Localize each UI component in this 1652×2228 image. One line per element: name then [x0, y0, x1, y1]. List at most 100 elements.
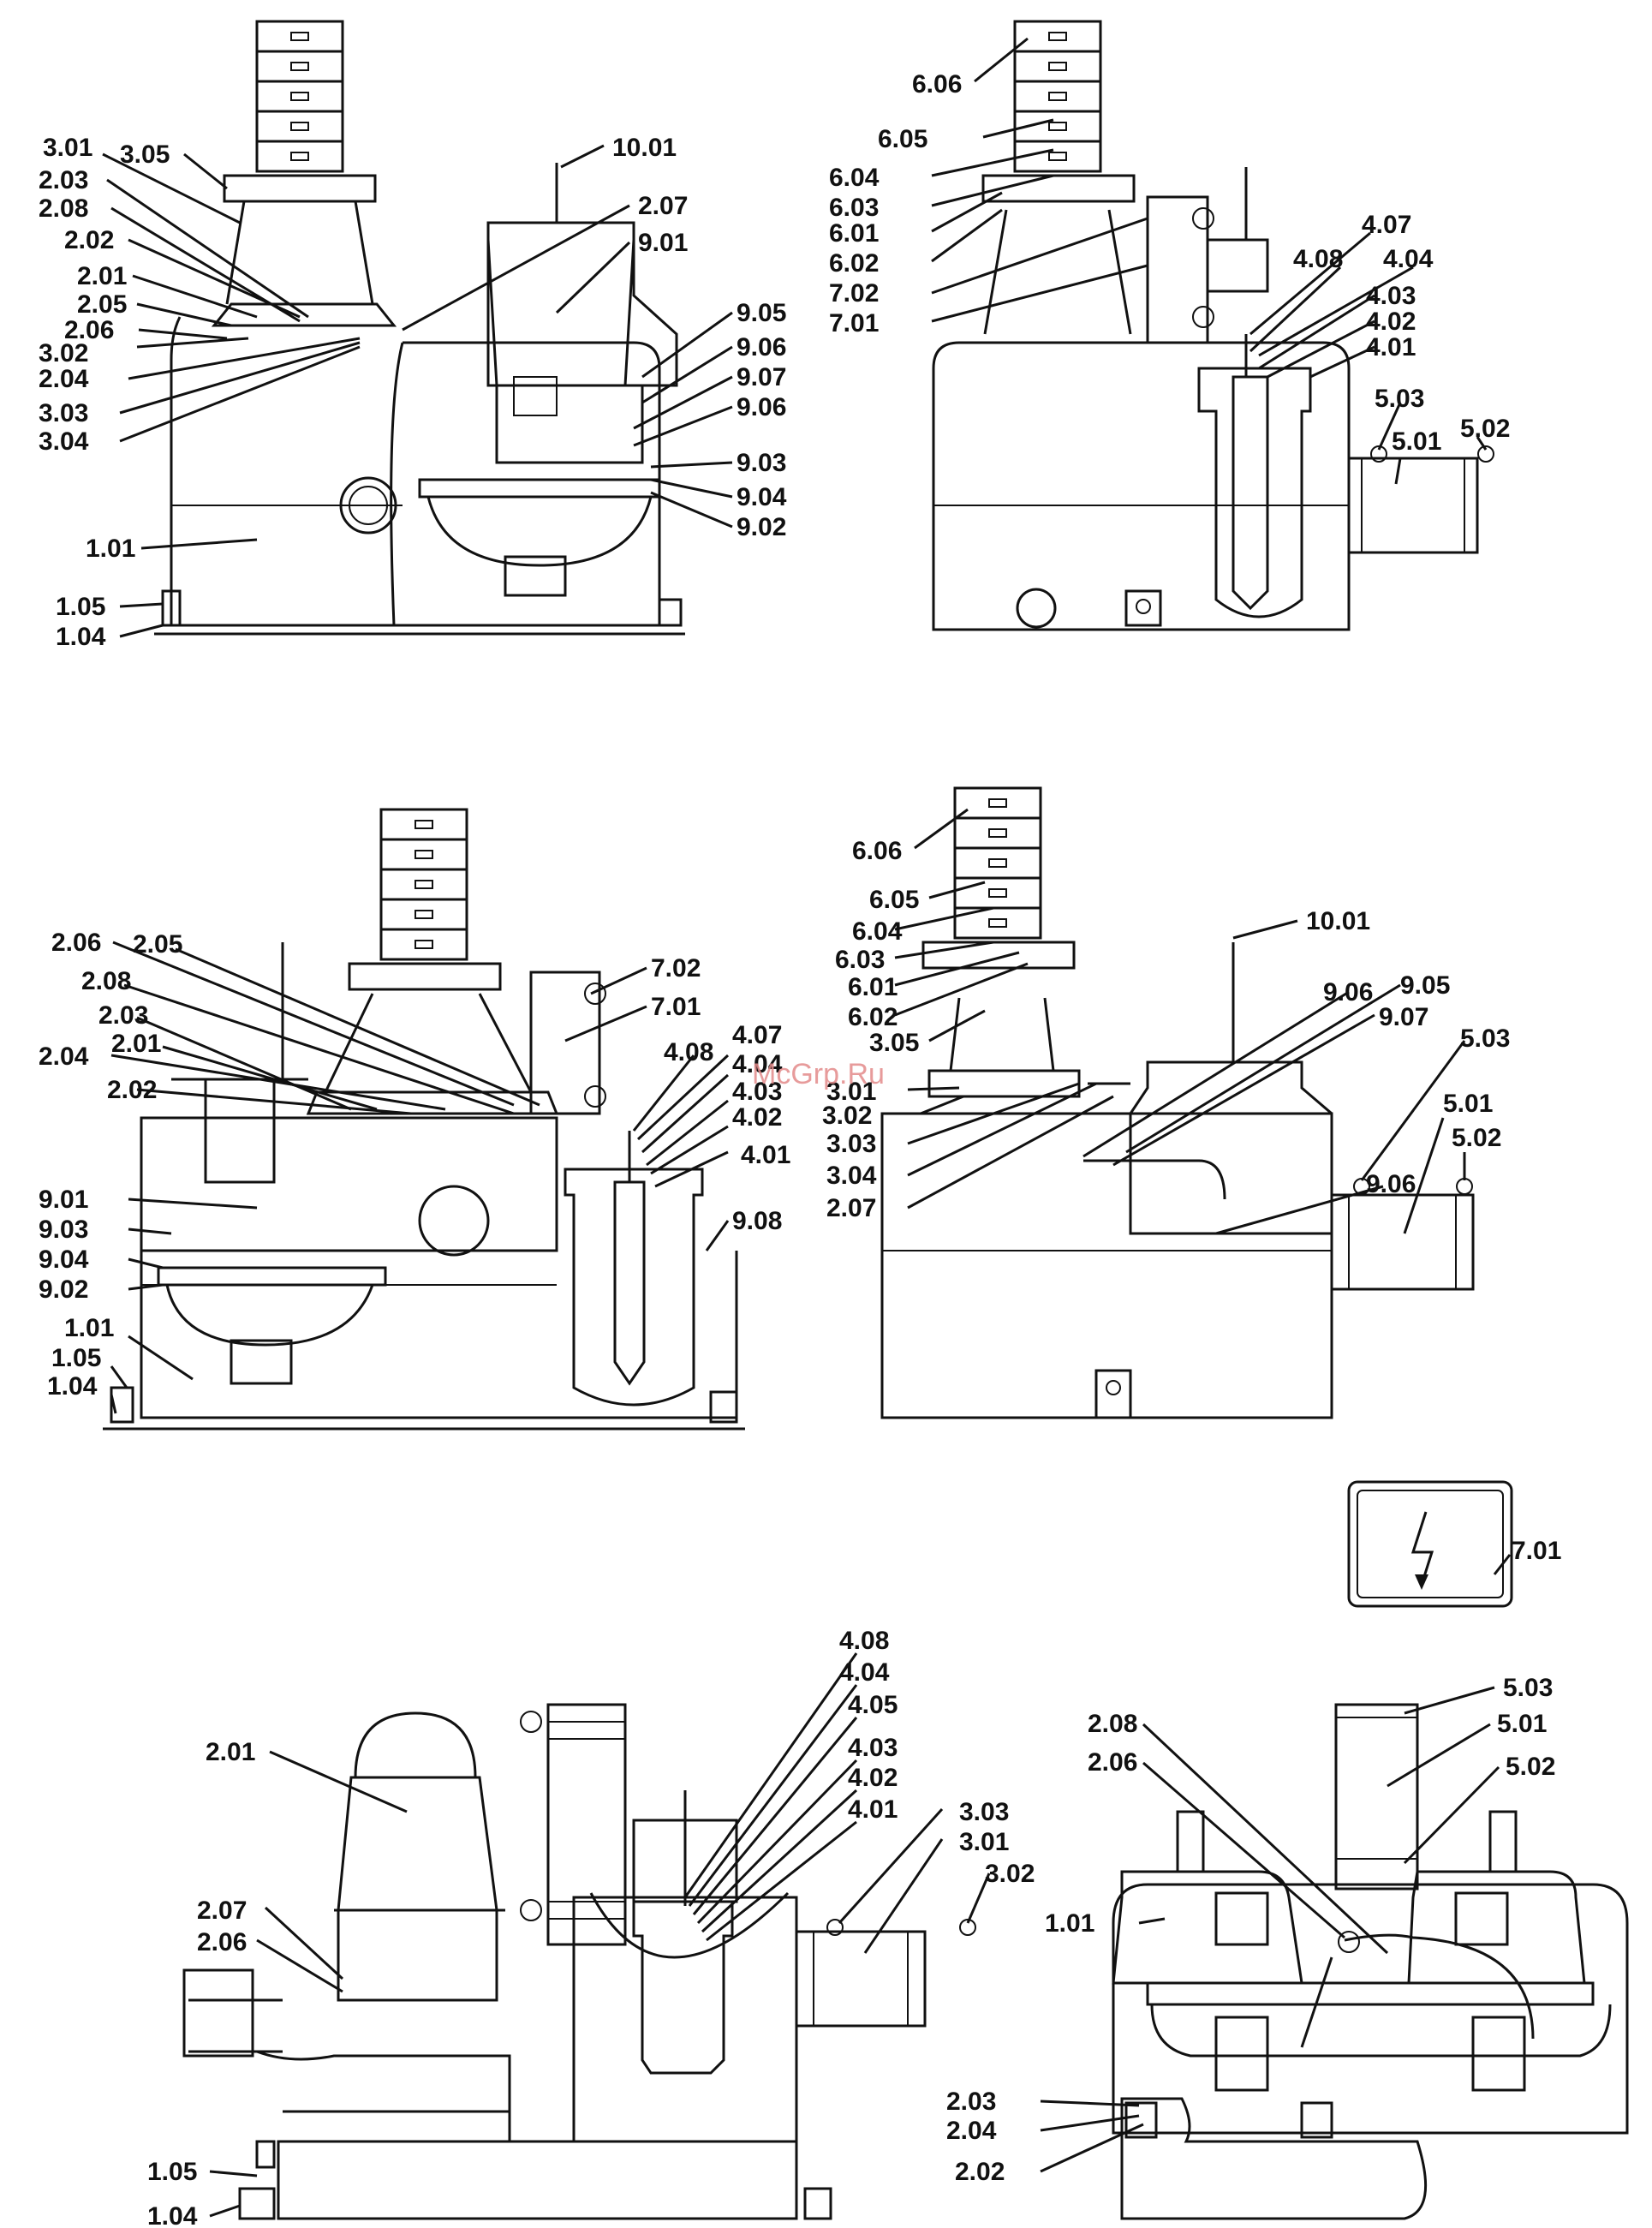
view-3-label: 4.08 — [664, 1038, 713, 1066]
view-1-label: 3.02 — [39, 339, 88, 367]
view-6-label: 3.01 — [959, 1828, 1009, 1856]
view-6-label: 3.02 — [985, 1860, 1035, 1888]
view-3-label: 2.03 — [98, 1001, 148, 1030]
view-3-label: 2.06 — [51, 929, 101, 957]
view-4-label: 6.02 — [848, 1003, 898, 1031]
view-4-label: 9.06 — [1323, 978, 1373, 1006]
view-1-label: 3.03 — [39, 399, 88, 427]
view-1-label: 9.06 — [737, 393, 786, 421]
view-2-labels: 6.06 6.05 6.04 6.03 6.01 6.02 7.02 7.01 … — [829, 70, 1510, 456]
view-3-label: 9.01 — [39, 1186, 88, 1214]
view-3-label: 7.01 — [651, 993, 701, 1021]
view-6-label: 4.08 — [839, 1627, 889, 1655]
view-6-drawing — [182, 1703, 976, 2220]
view-7-label: 2.03 — [946, 2088, 996, 2116]
view-6-label: 2.01 — [206, 1738, 255, 1766]
view-1-label: 1.05 — [56, 593, 105, 621]
view-3-label: 4.04 — [732, 1050, 783, 1078]
view-3-labels: 2.06 2.05 2.08 2.03 2.01 2.04 2.02 7.02 … — [39, 929, 790, 1401]
view-5-drawing — [1347, 1480, 1513, 1608]
view-1-label: 3.01 — [43, 134, 92, 162]
view-6-labels: 4.08 4.04 4.05 4.03 4.02 4.01 2.01 3.03 … — [147, 1627, 1035, 2228]
view-7-label: 2.08 — [1088, 1710, 1137, 1738]
view-1-label: 9.04 — [737, 483, 787, 511]
view-2-drawing — [932, 20, 1494, 631]
view-1-label: 10.01 — [612, 134, 677, 162]
view-2-label: 6.05 — [878, 125, 927, 153]
view-6-label: 4.04 — [839, 1658, 890, 1687]
view-2-label: 5.01 — [1392, 427, 1441, 456]
view-7-label: 1.01 — [1045, 1909, 1094, 1938]
view-2-label: 7.01 — [829, 309, 879, 337]
view-7-label: 5.01 — [1497, 1710, 1547, 1738]
lightning-bolt-icon — [1410, 1511, 1434, 1586]
view-2-label: 7.02 — [829, 279, 879, 308]
view-3-label: 2.05 — [133, 930, 182, 959]
view-4-label: 3.03 — [826, 1130, 876, 1158]
view-1-label: 2.05 — [77, 290, 127, 319]
lightning-arrowhead-icon — [1415, 1574, 1428, 1590]
view-6-label: 2.06 — [197, 1928, 247, 1956]
view-1-label: 3.05 — [120, 140, 170, 169]
view-7-label: 2.02 — [955, 2158, 1005, 2186]
view-6-leaders — [209, 1652, 991, 2218]
view-4-label: 3.01 — [826, 1078, 876, 1106]
view-1-label: 3.04 — [39, 427, 89, 456]
view-7-label: 5.03 — [1503, 1674, 1553, 1702]
view-1-label: 2.01 — [77, 262, 127, 290]
view-3-label: 4.07 — [732, 1021, 782, 1049]
view-2-label: 4.04 — [1383, 245, 1434, 273]
view-2-label: 4.08 — [1293, 245, 1343, 273]
view-6-label: 1.04 — [147, 2202, 198, 2228]
view-6-label: 2.07 — [197, 1896, 247, 1925]
view-5-label: 7.01 — [1512, 1537, 1561, 1565]
view-3-label: 9.02 — [39, 1275, 88, 1304]
view-4-label: 6.06 — [852, 837, 902, 865]
view-1-drawing — [154, 20, 685, 636]
view-4-label: 5.03 — [1460, 1024, 1510, 1053]
view-4-label: 6.03 — [835, 946, 885, 974]
view-4-leaders — [894, 808, 1466, 1235]
view-3-label: 9.03 — [39, 1216, 88, 1244]
view-7-labels: 5.03 2.08 5.01 2.06 5.02 1.01 2.03 2.04 … — [946, 1674, 1555, 2186]
view-3-label: 2.01 — [111, 1030, 161, 1058]
view-4-label: 2.07 — [826, 1194, 876, 1222]
view-1-labels: 3.01 3.05 10.01 2.03 2.08 2.07 2.02 9.01… — [39, 134, 787, 651]
view-1-label: 1.04 — [56, 623, 106, 651]
view-1-leaders — [102, 144, 733, 638]
view-3-label: 4.02 — [732, 1103, 782, 1132]
view-4-drawing — [880, 786, 1475, 1419]
view-1-label: 2.06 — [64, 316, 114, 344]
view-3-drawing — [103, 808, 745, 1431]
view-2-label: 6.03 — [829, 194, 879, 222]
view-5-leaders — [1493, 1554, 1512, 1575]
view-1-label: 2.02 — [64, 226, 114, 254]
view-1-label: 2.04 — [39, 365, 89, 393]
view-2-label: 6.06 — [912, 70, 962, 99]
view-1-label: 9.01 — [638, 229, 688, 257]
view-3-label: 2.02 — [107, 1076, 157, 1104]
view-1-label: 9.02 — [737, 513, 786, 541]
view-4-label: 6.05 — [869, 886, 919, 914]
view-2-label: 6.04 — [829, 164, 880, 192]
view-1-label: 2.03 — [39, 166, 88, 194]
view-6-label: 4.05 — [848, 1691, 898, 1719]
view-2-label: 5.03 — [1375, 385, 1424, 413]
view-4-label: 3.04 — [826, 1162, 877, 1190]
view-7-label: 5.02 — [1506, 1753, 1555, 1781]
view-2-label: 4.01 — [1366, 333, 1416, 361]
view-6-label: 4.03 — [848, 1734, 898, 1762]
view-4-label: 9.06 — [1366, 1170, 1416, 1198]
view-2-leaders — [931, 37, 1488, 485]
view-1-label: 9.06 — [737, 333, 786, 361]
view-3-label: 2.04 — [39, 1042, 89, 1071]
view-3-label: 9.04 — [39, 1245, 89, 1274]
view-4-label: 10.01 — [1306, 907, 1370, 935]
view-1-label: 2.08 — [39, 194, 88, 223]
view-4-label: 5.02 — [1452, 1124, 1501, 1152]
view-4-label: 3.05 — [869, 1029, 919, 1057]
view-6-label: 3.03 — [959, 1798, 1009, 1826]
view-2-label: 4.07 — [1362, 211, 1411, 239]
view-4-label: 9.05 — [1400, 971, 1450, 1000]
